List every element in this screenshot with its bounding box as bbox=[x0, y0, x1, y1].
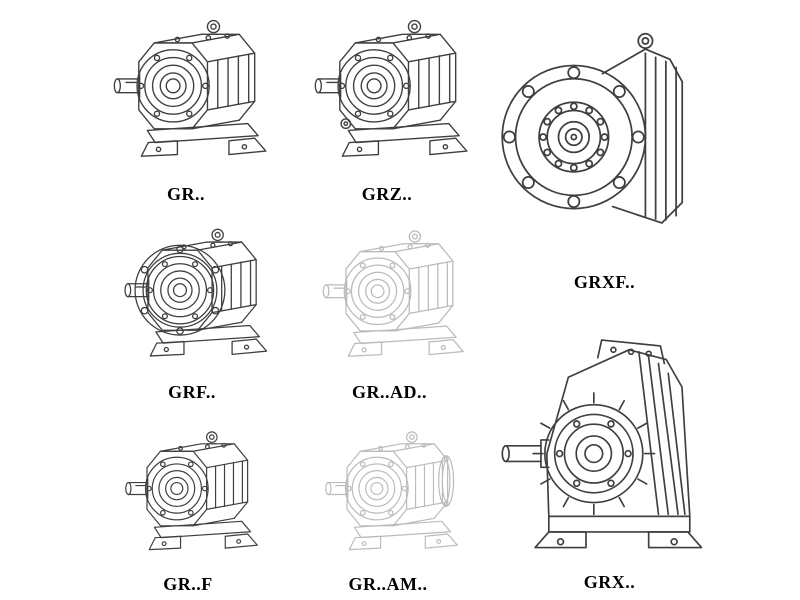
gearbox-drawing-gr bbox=[113, 19, 267, 157]
figure-grx: GRX.. bbox=[492, 300, 727, 596]
gearbox-drawing-gr-f bbox=[125, 431, 258, 551]
figure-label-gr-f: GR..F bbox=[163, 574, 213, 594]
gearbox-drawing-grx bbox=[501, 339, 703, 549]
gearbox-drawing-gr-am bbox=[325, 431, 458, 551]
gearbox-drawing-grxf bbox=[501, 32, 684, 224]
figure-label-grf: GRF.. bbox=[168, 382, 216, 402]
figure-gr-f: GR..F bbox=[88, 414, 288, 598]
figure-label-gr-ad: GR..AD.. bbox=[352, 382, 427, 402]
figure-gr-am: GR..AM.. bbox=[290, 414, 486, 598]
figure-grz: GRZ.. bbox=[292, 0, 482, 208]
figure-label-grxf: GRXF.. bbox=[573, 272, 636, 292]
figure-gr: GR.. bbox=[88, 0, 284, 208]
figure-label-grx: GRX.. bbox=[583, 572, 636, 592]
figure-grf: GRF.. bbox=[92, 210, 292, 406]
gearbox-drawing-grz bbox=[314, 19, 468, 157]
gearbox-drawing-grf bbox=[124, 228, 268, 357]
figure-label-gr: GR.. bbox=[167, 184, 205, 204]
gearbox-drawing-gr-ad bbox=[322, 230, 464, 357]
figure-label-gr-am: GR..AM.. bbox=[348, 574, 428, 594]
figure-label-grz: GRZ.. bbox=[361, 184, 413, 204]
figure-gr-ad: GR..AD.. bbox=[292, 212, 487, 406]
figure-grxf: GRXF.. bbox=[492, 0, 717, 296]
